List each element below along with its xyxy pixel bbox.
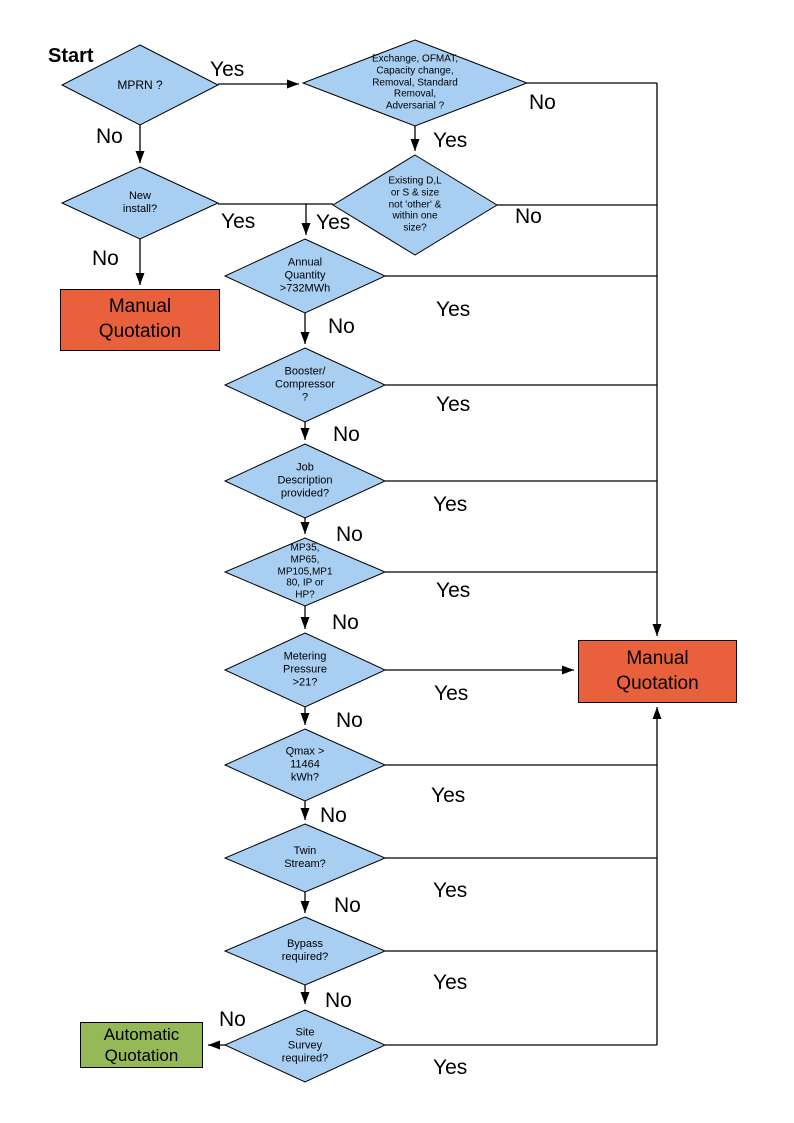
label-twin-yes: Yes — [433, 879, 468, 902]
decision-annual-quantity-label: Annual Quantity >732MWh — [279, 256, 331, 295]
label-new-install-no: No — [92, 247, 119, 270]
decision-twin-stream-label: Twin Stream? — [284, 845, 326, 870]
label-mp-tier-yes: Yes — [436, 579, 471, 602]
decision-exchange-types — [301, 39, 529, 127]
decision-qmax-label: Qmax > 11464 kWh? — [285, 745, 325, 784]
decision-twin-stream — [223, 823, 387, 893]
decision-exchange-types-label: Exchange, OFMAT, Capacity change, Remova… — [372, 53, 458, 112]
label-job-yes: Yes — [433, 493, 468, 516]
label-exchange-no: No — [529, 91, 556, 114]
decision-meter-pressure-tier-label: MP35, MP65, MP105,MP1 80, IP or HP? — [277, 542, 333, 601]
label-metering-yes: Yes — [434, 682, 469, 705]
decision-site-survey — [223, 1009, 387, 1083]
decision-site-survey-label: Site Survey required? — [281, 1026, 329, 1065]
label-booster-yes: Yes — [436, 393, 471, 416]
label-metering-no: No — [336, 709, 363, 732]
label-site-survey-yes: Yes — [433, 1056, 468, 1079]
decision-qmax — [223, 728, 387, 802]
decision-new-install — [60, 166, 220, 240]
decision-booster-compressor — [223, 347, 387, 423]
label-twin-no: No — [334, 894, 361, 917]
decision-new-install-label: New install? — [122, 190, 158, 215]
decision-existing-size-label: Existing D,L or S & size not 'other' & w… — [388, 175, 442, 234]
decision-bypass — [223, 916, 387, 986]
decision-metering-pressure — [223, 632, 387, 708]
label-mprn-no: No — [96, 125, 123, 148]
label-annual-no: No — [328, 315, 355, 338]
label-existing-no: No — [515, 205, 542, 228]
label-annual-yes: Yes — [436, 298, 471, 321]
label-exchange-yes: Yes — [433, 129, 468, 152]
label-qmax-yes: Yes — [431, 784, 466, 807]
label-bypass-no: No — [325, 989, 352, 1012]
decision-annual-quantity — [223, 238, 387, 314]
label-bypass-yes: Yes — [433, 971, 468, 994]
decision-job-description-label: Job Description provided? — [277, 461, 333, 500]
decision-job-description — [223, 443, 387, 519]
label-mp-tier-no: No — [332, 611, 359, 634]
label-mprn-yes: Yes — [210, 58, 245, 81]
label-qmax-no: No — [320, 804, 347, 827]
terminal-manual-quotation-left: Manual Quotation — [60, 289, 220, 351]
decision-meter-pressure-tier — [223, 537, 387, 607]
decision-existing-size — [332, 154, 498, 256]
decision-mprn — [60, 44, 220, 126]
decision-metering-pressure-label: Metering Pressure >21? — [282, 650, 328, 689]
decision-bypass-label: Bypass required? — [281, 938, 329, 963]
terminal-automatic-quotation: Automatic Quotation — [80, 1022, 203, 1068]
terminal-manual-quotation-right: Manual Quotation — [578, 640, 737, 703]
label-new-install-yes: Yes — [221, 210, 256, 233]
decision-booster-compressor-label: Booster/ Compressor ? — [275, 365, 335, 404]
start-label: Start — [48, 45, 94, 67]
label-existing-yes: Yes — [316, 211, 351, 234]
label-booster-no: No — [333, 423, 360, 446]
label-job-no: No — [336, 523, 363, 546]
label-site-survey-no: No — [219, 1008, 246, 1031]
decision-mprn-label: MPRN ? — [117, 77, 163, 92]
